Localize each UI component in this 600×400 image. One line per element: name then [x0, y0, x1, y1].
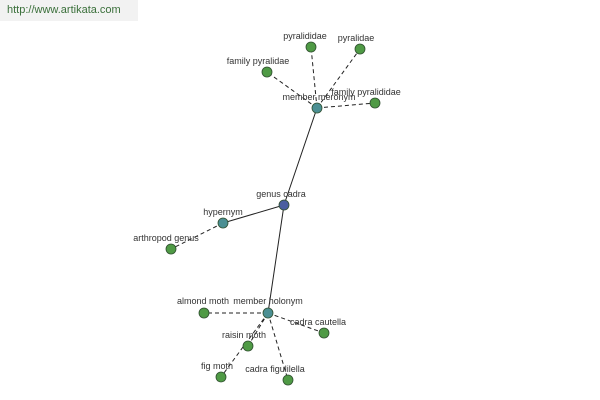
- node-label-genus-cadra[interactable]: genus cadra: [256, 189, 306, 199]
- node-label-almond-moth[interactable]: almond moth: [177, 296, 229, 306]
- edge-genus-cadra-to-member-meronym: [283, 107, 318, 206]
- node-hypernym[interactable]: [217, 217, 229, 229]
- node-raisin-moth[interactable]: [242, 340, 254, 352]
- edge-member-holonym-to-cadra-cautella: [267, 312, 325, 334]
- node-arthropod-genus[interactable]: [165, 243, 177, 255]
- node-label-raisin-moth[interactable]: raisin moth: [222, 330, 266, 340]
- node-cadra-cautella[interactable]: [318, 327, 330, 339]
- node-label-member-holonym[interactable]: member holonym: [233, 296, 303, 306]
- node-pyralidae[interactable]: [354, 43, 366, 55]
- edge-member-holonym-to-cadra-figulilella: [267, 312, 289, 381]
- node-label-pyralidae[interactable]: pyralidae: [338, 33, 375, 43]
- node-label-arthropod-genus[interactable]: arthropod genus: [133, 233, 199, 243]
- site-url-watermark: http://www.artikata.com: [0, 0, 138, 21]
- node-label-family-pyralidae[interactable]: family pyralidae: [227, 56, 290, 66]
- edge-member-holonym-to-fig-moth: [220, 312, 269, 378]
- node-label-family-pyralididae[interactable]: family pyralididae: [331, 87, 401, 97]
- node-member-holonym[interactable]: [262, 307, 274, 319]
- node-label-member-meronym[interactable]: member meronym: [282, 92, 355, 102]
- edge-genus-cadra-to-hypernym: [222, 204, 285, 224]
- node-label-cadra-cautella[interactable]: cadra cautella: [290, 317, 346, 327]
- edge-hypernym-to-arthropod-genus: [170, 222, 224, 250]
- node-cadra-figulilella[interactable]: [282, 374, 294, 386]
- node-pyralididae[interactable]: [305, 41, 317, 53]
- node-label-hypernym[interactable]: hypernym: [203, 207, 243, 217]
- node-family-pyralididae[interactable]: [369, 97, 381, 109]
- edge-member-meronym-to-family-pyralidae: [266, 71, 318, 109]
- node-almond-moth[interactable]: [198, 307, 210, 319]
- node-label-pyralididae[interactable]: pyralididae: [283, 31, 327, 41]
- labels-layer: genus cadra member meronym hypernym member …: [133, 31, 401, 374]
- nodes-layer: [165, 41, 381, 386]
- edge-member-meronym-to-family-pyralididae: [316, 102, 376, 109]
- node-label-cadra-figulilella[interactable]: cadra figulilella: [245, 364, 305, 374]
- node-fig-moth[interactable]: [215, 371, 227, 383]
- edge-member-meronym-to-pyralididae: [310, 46, 318, 109]
- edge-genus-cadra-to-member-holonym: [267, 204, 285, 314]
- node-genus-cadra[interactable]: [278, 199, 290, 211]
- node-member-meronym[interactable]: [311, 102, 323, 114]
- edge-member-meronym-to-pyralidae: [316, 48, 361, 109]
- node-family-pyralidae[interactable]: [261, 66, 273, 78]
- node-label-fig-moth[interactable]: fig moth: [201, 361, 233, 371]
- edges-layer: [170, 46, 376, 381]
